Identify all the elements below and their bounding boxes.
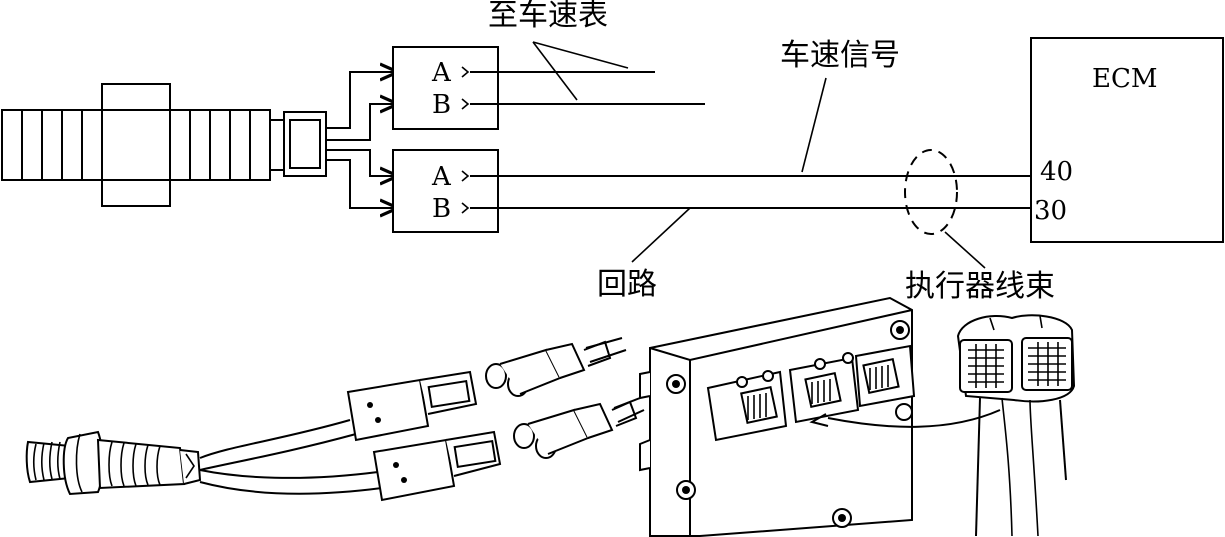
- harness-connector-illustration: [956, 314, 1076, 537]
- sensor-illustration: [25, 430, 202, 496]
- actuator-harness-label: 执行器线束: [905, 269, 1055, 304]
- speed-sensor-schematic: [1, 83, 327, 207]
- lower-mating-plug: [513, 397, 645, 459]
- lower-plug: [372, 430, 502, 502]
- shield-ellipse: [904, 149, 986, 269]
- lower-pin-b-label: B: [432, 194, 451, 224]
- upper-pin-a-label: A: [431, 58, 452, 88]
- ecm-module-illustration: [639, 296, 1001, 537]
- to-speedometer-label: 至车速表: [488, 0, 608, 33]
- lower-pin-a-label: A: [431, 162, 452, 192]
- sensor-cables: [199, 419, 383, 495]
- lower-connector: A B: [392, 149, 499, 233]
- ecm-signal-lines: [470, 77, 1040, 263]
- pin-30-label: 30: [1034, 196, 1067, 226]
- ecm-box: ECM 40 30: [1030, 37, 1224, 243]
- pin-40-label: 40: [1040, 157, 1073, 187]
- upper-pin-b-label: B: [432, 90, 451, 120]
- return-line-label: 回路: [597, 267, 657, 302]
- upper-plug: [346, 370, 478, 442]
- ecm-label: ECM: [1092, 64, 1158, 94]
- upper-connector: A B: [392, 46, 499, 130]
- speedometer-lines: [470, 41, 705, 105]
- upper-mating-plug: [485, 337, 627, 397]
- speed-signal-label: 车速信号: [780, 38, 900, 73]
- sensor-output-wires: [326, 72, 398, 208]
